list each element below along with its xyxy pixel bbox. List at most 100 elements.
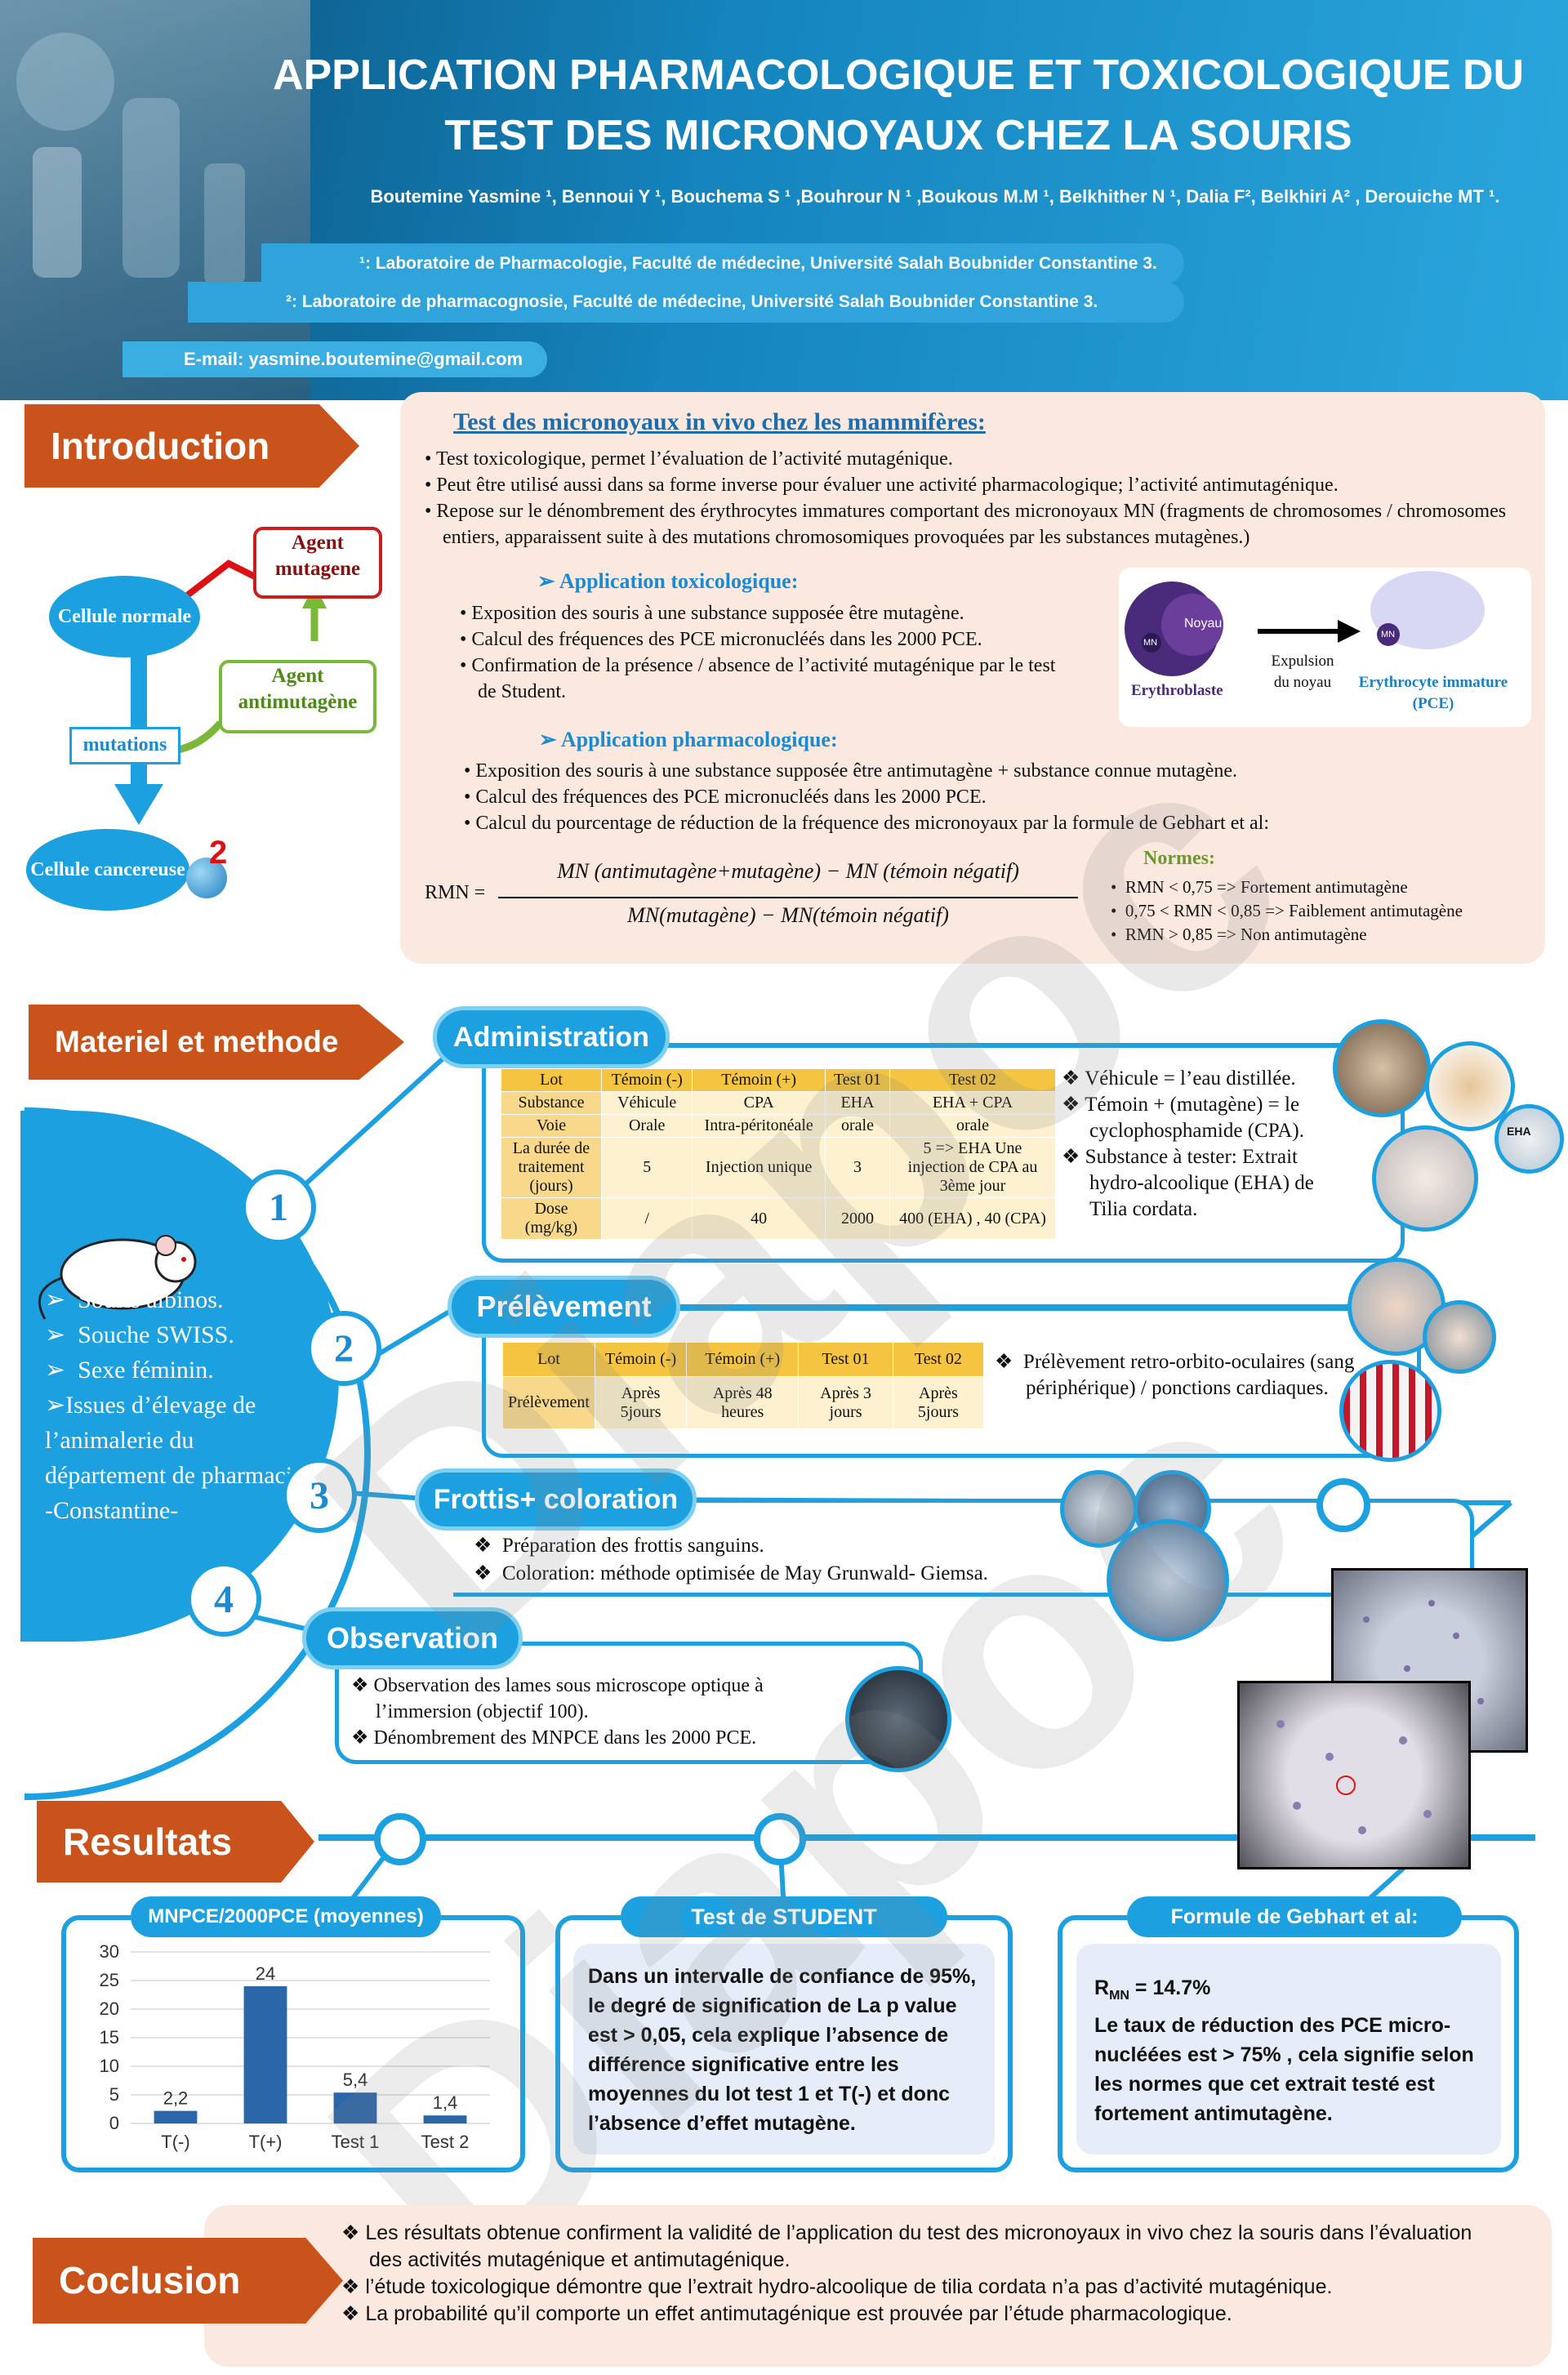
formula-lhs: RMN = — [425, 882, 486, 903]
frottis-notes: ❖ Préparation des frottis sanguins. ❖ Co… — [474, 1532, 1062, 1588]
formula-numerator: MN (antimutagène+mutagène) − MN (témoin … — [557, 859, 1019, 883]
bar — [243, 1986, 287, 2123]
pharma-bullet: • Calcul des fréquences des PCE micronuc… — [464, 786, 987, 808]
administration-title: Administration — [433, 1006, 670, 1068]
mouse-bullet: ➢ Souris albinos. — [45, 1286, 224, 1313]
conclusion-panel — [204, 2205, 1552, 2367]
agent-antimutagene-box: Agent antimutagène — [219, 660, 376, 733]
step-3: 3 — [282, 1458, 357, 1533]
gebhart-text: Le taux de réduction des PCE micro-nuclé… — [1094, 2014, 1474, 2125]
formula-denominator: MN(mutagène) − MN(témoin négatif) — [627, 903, 949, 927]
bar — [333, 2092, 377, 2123]
frottis-note: ❖ Préparation des frottis sanguins. — [474, 1535, 764, 1557]
table-cell: Voie — [501, 1114, 602, 1138]
email[interactable]: E-mail: yasmine.boutemine@gmail.com — [122, 341, 547, 377]
table-row: Dose (mg/kg) / 40 2000 400 (EHA) , 40 (C… — [501, 1197, 1056, 1240]
pharma-bullets: • Exposition des souris à une substance … — [457, 758, 1519, 836]
admin-note: ❖ Substance à tester: Extrait hydro-alco… — [1062, 1146, 1314, 1220]
table-cell: 5 => EHA Une injection de CPA au 3ème jo… — [889, 1137, 1056, 1198]
table-row: Substance Véhicule CPA EHA EHA + CPA — [501, 1091, 1056, 1115]
table-cell: La durée de traitement (jours) — [501, 1137, 602, 1198]
table-cell: Substance — [501, 1091, 602, 1115]
table-cell: 40 — [692, 1197, 826, 1240]
watermark-2: Diapoc — [261, 1312, 1369, 2205]
intro-heading: Test des micronoyaux in vivo chez les ma… — [453, 408, 986, 435]
lab-photo — [1333, 1019, 1431, 1117]
observation-note: ❖ Observation des lames sous microscope … — [351, 1675, 764, 1722]
pharma-bullet: • Exposition des souris à une substance … — [464, 760, 1238, 782]
table-cell: Orale — [600, 1114, 693, 1138]
y-tick-label: 25 — [100, 1970, 119, 1990]
tox-bullet: • Exposition des souris à une substance … — [460, 603, 964, 624]
mouse-bullets: ➢ Souris albinos. ➢ Souche SWISS. ➢ Sexe… — [45, 1282, 314, 1528]
expulsion-label: Expulsion du noyau — [1271, 653, 1334, 691]
frottis-note: ❖ Coloration: méthode optimisée de May G… — [474, 1562, 988, 1584]
conclusion-bullet: ❖ Les résultats obtenue confirment la va… — [341, 2221, 1472, 2271]
erythrocyte-label: Erythrocyte immature (PCE) — [1358, 674, 1508, 712]
mn-label: MN — [1143, 638, 1158, 648]
prelevement-title: Prélèvement — [448, 1276, 680, 1338]
table-cell: Après 48 heures — [686, 1376, 800, 1429]
conclusion-bullets: ❖ Les résultats obtenue confirment la va… — [341, 2220, 1509, 2328]
norme-item: • RMN > 0,85 => Non antimutagène — [1111, 925, 1367, 944]
table-header: Test 01 — [798, 1342, 893, 1377]
cancer-cell: Cellule cancereuse — [26, 829, 189, 911]
poster-title: APPLICATION PHARMACOLOGIQUE ET TOXICOLOG… — [245, 45, 1552, 166]
x-tick-label: T(+) — [249, 2132, 283, 2152]
table-cell: EHA — [824, 1091, 891, 1115]
node-ring — [1316, 1478, 1370, 1532]
table-cell: Prélèvement — [502, 1376, 595, 1429]
admin-note: ❖ Véhicule = l’eau distillée. — [1062, 1067, 1296, 1089]
table-cell: Véhicule — [600, 1091, 693, 1115]
watermark-text: Diapoc — [261, 1312, 1369, 2205]
resultats-tag: Resultats — [37, 1801, 314, 1883]
intro-bullet: • Test toxicologique, permet l’évaluatio… — [425, 448, 953, 470]
prelevement-note: ❖ Prélèvement retro-orbito-oculaires (sa… — [995, 1351, 1355, 1399]
tox-bullets: • Exposition des souris à une substance … — [453, 600, 1074, 705]
table-cell: Injection unique — [692, 1137, 826, 1198]
agent-mutagene-box: Agent mutagene — [253, 527, 382, 599]
student-title: Test de STUDENT — [621, 1896, 947, 1937]
rack-photo — [1107, 1519, 1229, 1642]
table-cell: orale — [889, 1114, 1056, 1138]
x-tick-label: T(-) — [161, 2132, 189, 2152]
frottis-title: Frottis+ coloration — [415, 1468, 697, 1531]
micrograph-2 — [1237, 1681, 1471, 1869]
table-header: Test 01 — [824, 1068, 891, 1092]
mouse-bullet: ➢ Souche SWISS. — [45, 1321, 234, 1348]
x-tick-label: Test 1 — [332, 2132, 380, 2152]
authors: Boutemine Yasmine ¹, Bennoui Y ¹, Bouche… — [370, 186, 1500, 207]
table-cell: Dose (mg/kg) — [501, 1197, 602, 1240]
observation-title: Observation — [302, 1607, 523, 1669]
affiliation-1: ¹: Laboratoire de Pharmacologie, Faculté… — [261, 243, 1184, 284]
pharma-bullet: • Calcul du pourcentage de réduction de … — [464, 813, 1269, 834]
administration-table: Lot Témoin (-) Témoin (+) Test 01 Test 0… — [501, 1068, 1056, 1240]
intro-bullet: • Repose sur le dénombrement des érythro… — [425, 501, 1507, 548]
admin-note: ❖ Témoin + (mutagène) = le cyclophospham… — [1062, 1094, 1304, 1142]
table-header: Témoin (+) — [692, 1068, 826, 1092]
table-header: Lot — [501, 1068, 602, 1092]
y-tick-label: 15 — [100, 2027, 119, 2047]
microscope-photo — [845, 1666, 951, 1772]
extract-photo — [1425, 1041, 1515, 1131]
intro-bullets: • Test toxicologique, permet l’évaluatio… — [425, 446, 1531, 550]
gebhart-title: Formule de Gebhart et al: — [1127, 1896, 1462, 1937]
administration-notes: ❖ Véhicule = l’eau distillée. ❖ Témoin +… — [1062, 1066, 1331, 1223]
norme-item: • 0,75 < RMN < 0,85 => Faiblement antimu… — [1111, 901, 1463, 920]
normes-heading: Normes: — [1143, 848, 1215, 869]
formula-bar — [498, 897, 1078, 898]
tubes-photo — [1339, 1360, 1441, 1462]
mutations-label: mutations — [69, 727, 180, 764]
intro-bullet: • Peut être utilisé aussi dans sa forme … — [425, 475, 1339, 496]
cell-figure: Noyau MN MN Erythroblaste Expulsion du n… — [1119, 568, 1531, 727]
mouse-bullet: ➢Issues d’élevage de l’animalerie du dép… — [45, 1392, 304, 1524]
introduction-tag: Introduction — [24, 404, 359, 488]
table-cell: CPA — [692, 1091, 826, 1115]
step-1: 1 — [241, 1170, 316, 1245]
table-cell: / — [600, 1197, 693, 1240]
header-photo — [0, 0, 310, 400]
table-header: Lot — [502, 1342, 595, 1377]
tox-bullet: • Confirmation de la présence / absence … — [460, 655, 1056, 702]
erythroblaste-label: Erythroblaste — [1131, 682, 1223, 699]
